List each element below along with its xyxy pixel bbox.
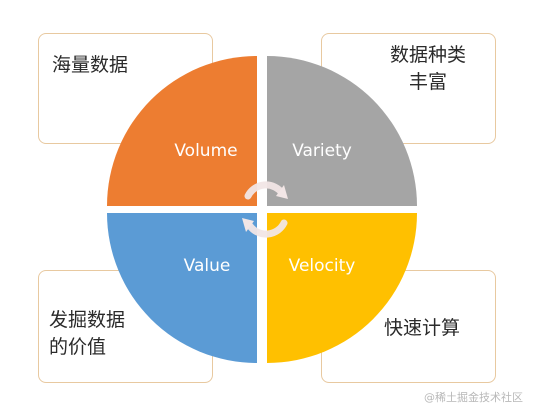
label-velocity: Velocity xyxy=(289,256,356,276)
label-variety: Variety xyxy=(292,141,352,161)
callout-text-velocity: 快速计算 xyxy=(384,317,461,339)
callout-text-variety: 数据种类 丰富 xyxy=(389,44,466,93)
label-volume: Volume xyxy=(174,141,237,161)
quadrant-value xyxy=(107,213,257,363)
callout-text-value: 发掘数据 的价值 xyxy=(49,309,126,358)
quadrant-velocity xyxy=(267,213,417,363)
watermark-text: @稀土掘金技术社区 xyxy=(424,391,523,404)
cycle-arrowheads xyxy=(242,185,288,232)
label-value: Value xyxy=(184,256,231,276)
quadrant-variety xyxy=(267,56,417,206)
quadrant-volume xyxy=(107,56,257,206)
callout-text-volume: 海量数据 xyxy=(52,54,129,76)
cycle-arrows-icon xyxy=(244,181,288,238)
